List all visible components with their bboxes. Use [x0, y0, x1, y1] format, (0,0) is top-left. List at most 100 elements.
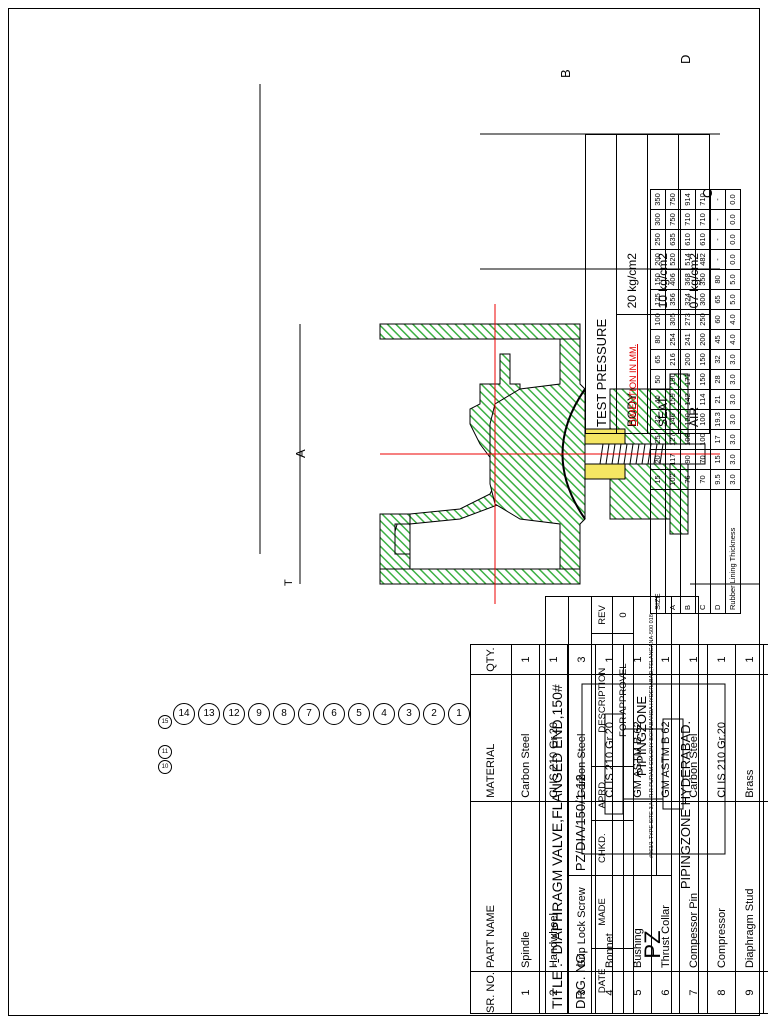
revision-cell: [612, 948, 634, 1014]
callout-bubble: 1: [448, 703, 470, 725]
dimension-cell: 17: [710, 429, 726, 450]
dimension-cell: 45: [710, 329, 726, 350]
callout-bubble: 2: [423, 703, 445, 725]
dimension-cell: 300: [650, 209, 666, 230]
test-pressure-heading: TEST PRESSURE: [585, 134, 617, 434]
callout-bubble: 7: [298, 703, 320, 725]
dimension-cell: 25: [650, 429, 666, 450]
dimension-cell: 150: [695, 349, 711, 370]
dim-label-d: D: [678, 55, 693, 64]
inset-handwheel-shape: [662, 718, 684, 810]
parts-cell-name: Spindle: [511, 801, 540, 972]
drg-number: PZ/DIA/150/1-12: [568, 596, 592, 876]
dimension-cell: 200: [650, 249, 666, 270]
parts-cell-no: 8: [707, 971, 736, 1014]
parts-cell-qty: 1: [707, 644, 736, 675]
dimension-row-label: Rubber Lining Thickness: [725, 489, 741, 614]
dimension-cell: 5.0: [725, 289, 741, 310]
revision-header-cell: APRD.: [591, 766, 613, 821]
dimension-cell: 914: [680, 189, 696, 210]
dim-label-c: C: [700, 189, 715, 198]
dimension-cell: 5.0: [725, 269, 741, 290]
parts-cell-name: Diaphragm Stud: [735, 801, 764, 972]
dimension-cell: 150: [650, 269, 666, 290]
dimension-cell: 305: [665, 309, 681, 330]
dimension-cell: 273: [680, 309, 696, 330]
parts-row: 10Bonnet BoltsCS A 307-GB4: [763, 644, 768, 1014]
dim-label-b: B: [558, 69, 573, 78]
dimension-cell: 32: [650, 409, 666, 430]
revision-cell: 0: [612, 596, 634, 634]
dim-label-t: T: [283, 579, 295, 586]
callout-bubble: 5: [348, 703, 370, 725]
dimension-cell: 710: [695, 209, 711, 230]
revision-header-cell: DATE: [591, 948, 613, 1014]
parts-cell-name: Bonnet Bolts: [763, 801, 768, 972]
dimension-cell: -: [710, 229, 726, 250]
dimension-cell: 3.0: [725, 369, 741, 390]
company-name: PIPINGZONE: [634, 695, 649, 777]
dimension-cell: 368: [680, 269, 696, 290]
dimension-cell: 350: [695, 269, 711, 290]
dimension-cell: 114: [695, 389, 711, 410]
dimension-cell: 65: [650, 349, 666, 370]
dimension-cell: 100: [650, 309, 666, 330]
dimension-cell: 190: [665, 369, 681, 390]
dimension-cell: 70: [695, 449, 711, 470]
callout-bubble: 8: [273, 703, 295, 725]
revision-header-cell: MADE: [591, 875, 613, 949]
dimension-cell: 76: [680, 469, 696, 490]
dimension-cell: 300: [695, 289, 711, 310]
dimension-cell: 3.0: [725, 469, 741, 490]
dimension-cell: 21: [710, 389, 726, 410]
dimension-cell: 241: [680, 329, 696, 350]
dimension-cell: 0.0: [725, 229, 741, 250]
revision-cell: [612, 820, 634, 876]
dimension-cell: 50: [650, 369, 666, 390]
dimension-cell: 19.3: [710, 409, 726, 430]
dimension-cell: 159: [665, 389, 681, 410]
inset-callout-bubble: 11: [158, 745, 172, 759]
dimension-cell: 127: [665, 429, 681, 450]
inset-callout-bubble: 10: [158, 760, 172, 774]
dimension-cell: 350: [650, 189, 666, 210]
drg-label: DRG. NO.: [568, 875, 592, 1014]
callout-bubble: 3: [398, 703, 420, 725]
callout-bubble: 12: [223, 703, 245, 725]
parts-cell-material: Carbon Steel: [511, 674, 540, 802]
parts-cell-qty: 4: [763, 644, 768, 675]
dimension-cell: 4.0: [725, 309, 741, 330]
dimension-cell: 200: [680, 349, 696, 370]
parts-cell-no: 1: [511, 971, 540, 1014]
left-flange-outline: [379, 568, 581, 585]
dimension-cell: 100: [695, 429, 711, 450]
dimension-cell: 15: [710, 449, 726, 470]
parts-header-no: SR. NO.: [470, 971, 512, 1014]
inset-callout-bubble: 15: [158, 715, 172, 729]
parts-header-name: PART NAME: [470, 801, 512, 972]
revision-header-cell: CHKD.: [591, 820, 613, 876]
dimension-cell: 102: [665, 469, 681, 490]
dimension-cell: 108: [680, 429, 696, 450]
dimension-cell: 356: [665, 289, 681, 310]
dimension-cell: 65: [710, 289, 726, 310]
parts-cell-no: 9: [735, 971, 764, 1014]
dimension-cell: 710: [695, 189, 711, 210]
dimension-row-label: SIZE: [650, 489, 666, 614]
dimension-cell: 40: [650, 389, 666, 410]
callout-bubble: 14: [173, 703, 195, 725]
dimension-cell: 90: [680, 449, 696, 470]
dimension-cell: 250: [695, 309, 711, 330]
dimension-cell: 635: [665, 229, 681, 250]
parts-cell-qty: 1: [511, 644, 540, 675]
dimension-cell: 142: [680, 389, 696, 410]
dimension-cell: 324: [680, 289, 696, 310]
parts-cell-name: Compressor: [707, 801, 736, 972]
dimension-cell: 200: [695, 329, 711, 350]
